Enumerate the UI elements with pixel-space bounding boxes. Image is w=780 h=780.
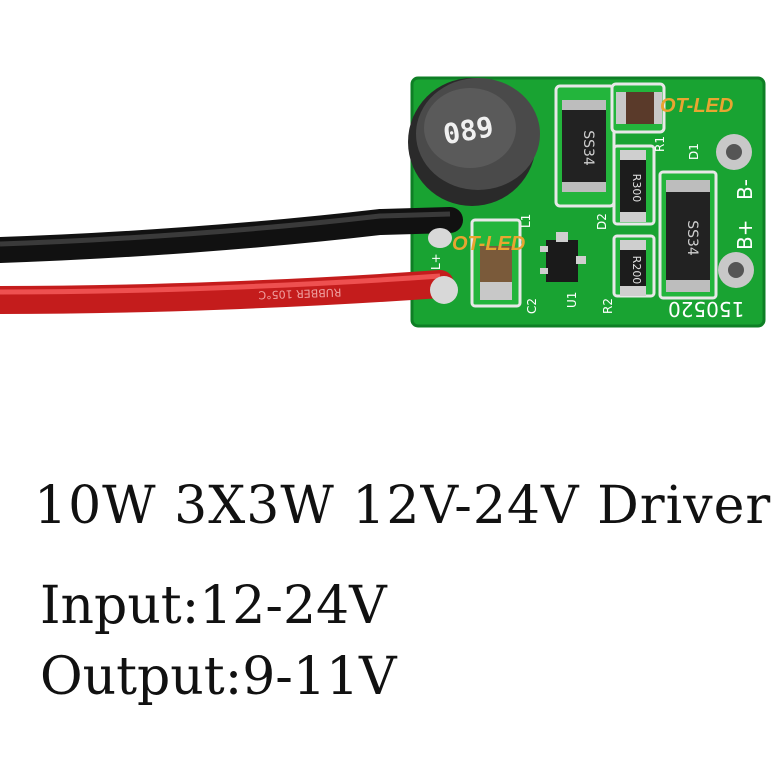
resistor-r1-marking: R300 bbox=[630, 174, 643, 203]
silkscreen: R1 D1 D2 L1 L+ C2 U1 R2 B- B+ 150520 bbox=[429, 136, 757, 321]
label-l-plus: L+ bbox=[429, 253, 443, 270]
red-wire: RUBBER 105°C bbox=[0, 270, 458, 314]
label-r2: R2 bbox=[601, 298, 615, 314]
diode-top-marking: SS34 bbox=[580, 130, 596, 166]
black-wire bbox=[0, 207, 463, 263]
chip-u1 bbox=[540, 232, 586, 282]
product-title: 10W 3X3W 12V-24V Driver bbox=[34, 476, 772, 536]
output-pads bbox=[716, 134, 754, 288]
label-c2: C2 bbox=[525, 298, 539, 314]
label-b-minus: B- bbox=[733, 179, 757, 200]
label-b-plus: B+ bbox=[733, 220, 757, 250]
label-u1: U1 bbox=[565, 292, 579, 308]
inductor: 089 bbox=[408, 78, 540, 206]
capacitor-top bbox=[616, 92, 662, 124]
resistor-r2: R200 bbox=[620, 240, 646, 296]
watermark-mid: OT-LED bbox=[452, 233, 525, 255]
input-spec: Input:12-24V bbox=[40, 576, 387, 636]
resistor-r2-marking: R200 bbox=[630, 256, 643, 285]
label-d2: D2 bbox=[595, 213, 609, 230]
diode-top: SS34 bbox=[562, 100, 606, 192]
wire-print: RUBBER 105°C bbox=[258, 286, 342, 302]
watermark-top: OT-LED bbox=[660, 95, 733, 117]
label-d1: D1 bbox=[687, 143, 701, 160]
label-r1: R1 bbox=[653, 136, 667, 152]
output-spec: Output:9-11V bbox=[40, 647, 397, 707]
resistor-r1: R300 bbox=[620, 150, 646, 222]
label-l1: L1 bbox=[519, 214, 533, 228]
diode-right: SS34 bbox=[666, 180, 710, 292]
product-photo: 089 SS34 R300 R200 SS34 bbox=[0, 76, 766, 328]
date-code: 150520 bbox=[668, 297, 744, 321]
diode-right-marking: SS34 bbox=[684, 220, 700, 256]
capacitor-c2 bbox=[480, 246, 512, 300]
